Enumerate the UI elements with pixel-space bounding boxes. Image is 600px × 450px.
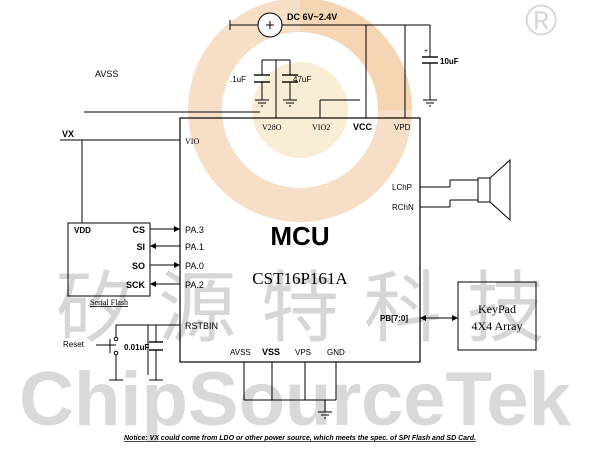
dc-source-symbol <box>257 12 283 38</box>
serial-flash-label: Serial Flash <box>90 298 128 307</box>
wires <box>60 20 478 412</box>
pin-pa3: PA.3 <box>185 225 204 235</box>
pin-vio: VIO <box>185 137 199 146</box>
mcu-title: MCU <box>270 221 329 251</box>
pin-vss: VSS <box>262 347 280 357</box>
pin-avss: AVSS <box>230 348 251 357</box>
flash-pin-cs: CS <box>132 225 145 235</box>
flash-pin-si: SI <box>136 242 145 252</box>
pin-pa0: PA.0 <box>185 261 204 271</box>
ground-symbols <box>109 99 437 419</box>
spi-arrows <box>150 226 180 287</box>
pin-vpd: VPD <box>394 123 411 132</box>
cap-47uf-label: 47uF <box>293 75 311 84</box>
pin-vps: VPS <box>295 348 311 357</box>
pin-pa2: PA.2 <box>185 280 204 290</box>
flash-pin-so: SO <box>132 261 145 271</box>
cap-47uf-symbol <box>282 74 298 83</box>
keypad-label-line2: 4X4 Array <box>472 319 523 333</box>
cap-10uf-symbol <box>422 56 438 64</box>
speaker-icon <box>477 158 511 222</box>
pin-rchn: RChN <box>392 203 414 212</box>
cap-reset-label: 0.01uF <box>124 343 149 352</box>
watermark-arc <box>299 0 412 111</box>
serial-flash-box <box>67 222 151 297</box>
avss-top-label: AVSS <box>95 69 118 79</box>
pin-v28o: V28O <box>262 123 282 132</box>
mcu-part-number: CST16P161A <box>252 269 348 288</box>
vdd-label: VDD <box>74 226 91 235</box>
pin-gnd: GND <box>327 348 345 357</box>
keypad-box <box>457 281 537 351</box>
mcu-box <box>179 117 421 363</box>
keypad-label-line1: KeyPad <box>478 302 516 316</box>
pin-vcc: VCC <box>353 122 373 132</box>
cap-10uf-label: 10uF <box>440 57 459 66</box>
registered-mark: ® <box>525 0 557 45</box>
cap-reset-symbol <box>149 341 163 351</box>
cap-polarity-mark: + <box>424 48 428 55</box>
cap-01uf-symbol <box>254 74 270 83</box>
watermark-chinese: 矽 源 特 科 技 <box>55 264 544 354</box>
pin-rstbin: RSTBIN <box>185 321 218 331</box>
power-supply-label: DC 6V~2.4V <box>287 12 337 22</box>
cap-01uf-label: .1uF <box>230 75 246 84</box>
watermark-ring <box>188 0 412 222</box>
pin-lchp: LChP <box>392 183 412 192</box>
pin-pb: PB[7:0] <box>380 314 408 323</box>
pin-vio2: VIO2 <box>312 123 330 132</box>
keypad-bus-arrows <box>420 315 458 321</box>
vx-label: VX <box>62 129 74 139</box>
notice-text: Notice: VX could come from LDO or other … <box>124 435 476 442</box>
reset-switch-symbol <box>109 336 119 356</box>
pin-pa1: PA.1 <box>185 242 204 252</box>
reset-label: Reset <box>63 340 85 349</box>
flash-pin-sck: SCK <box>126 280 146 290</box>
